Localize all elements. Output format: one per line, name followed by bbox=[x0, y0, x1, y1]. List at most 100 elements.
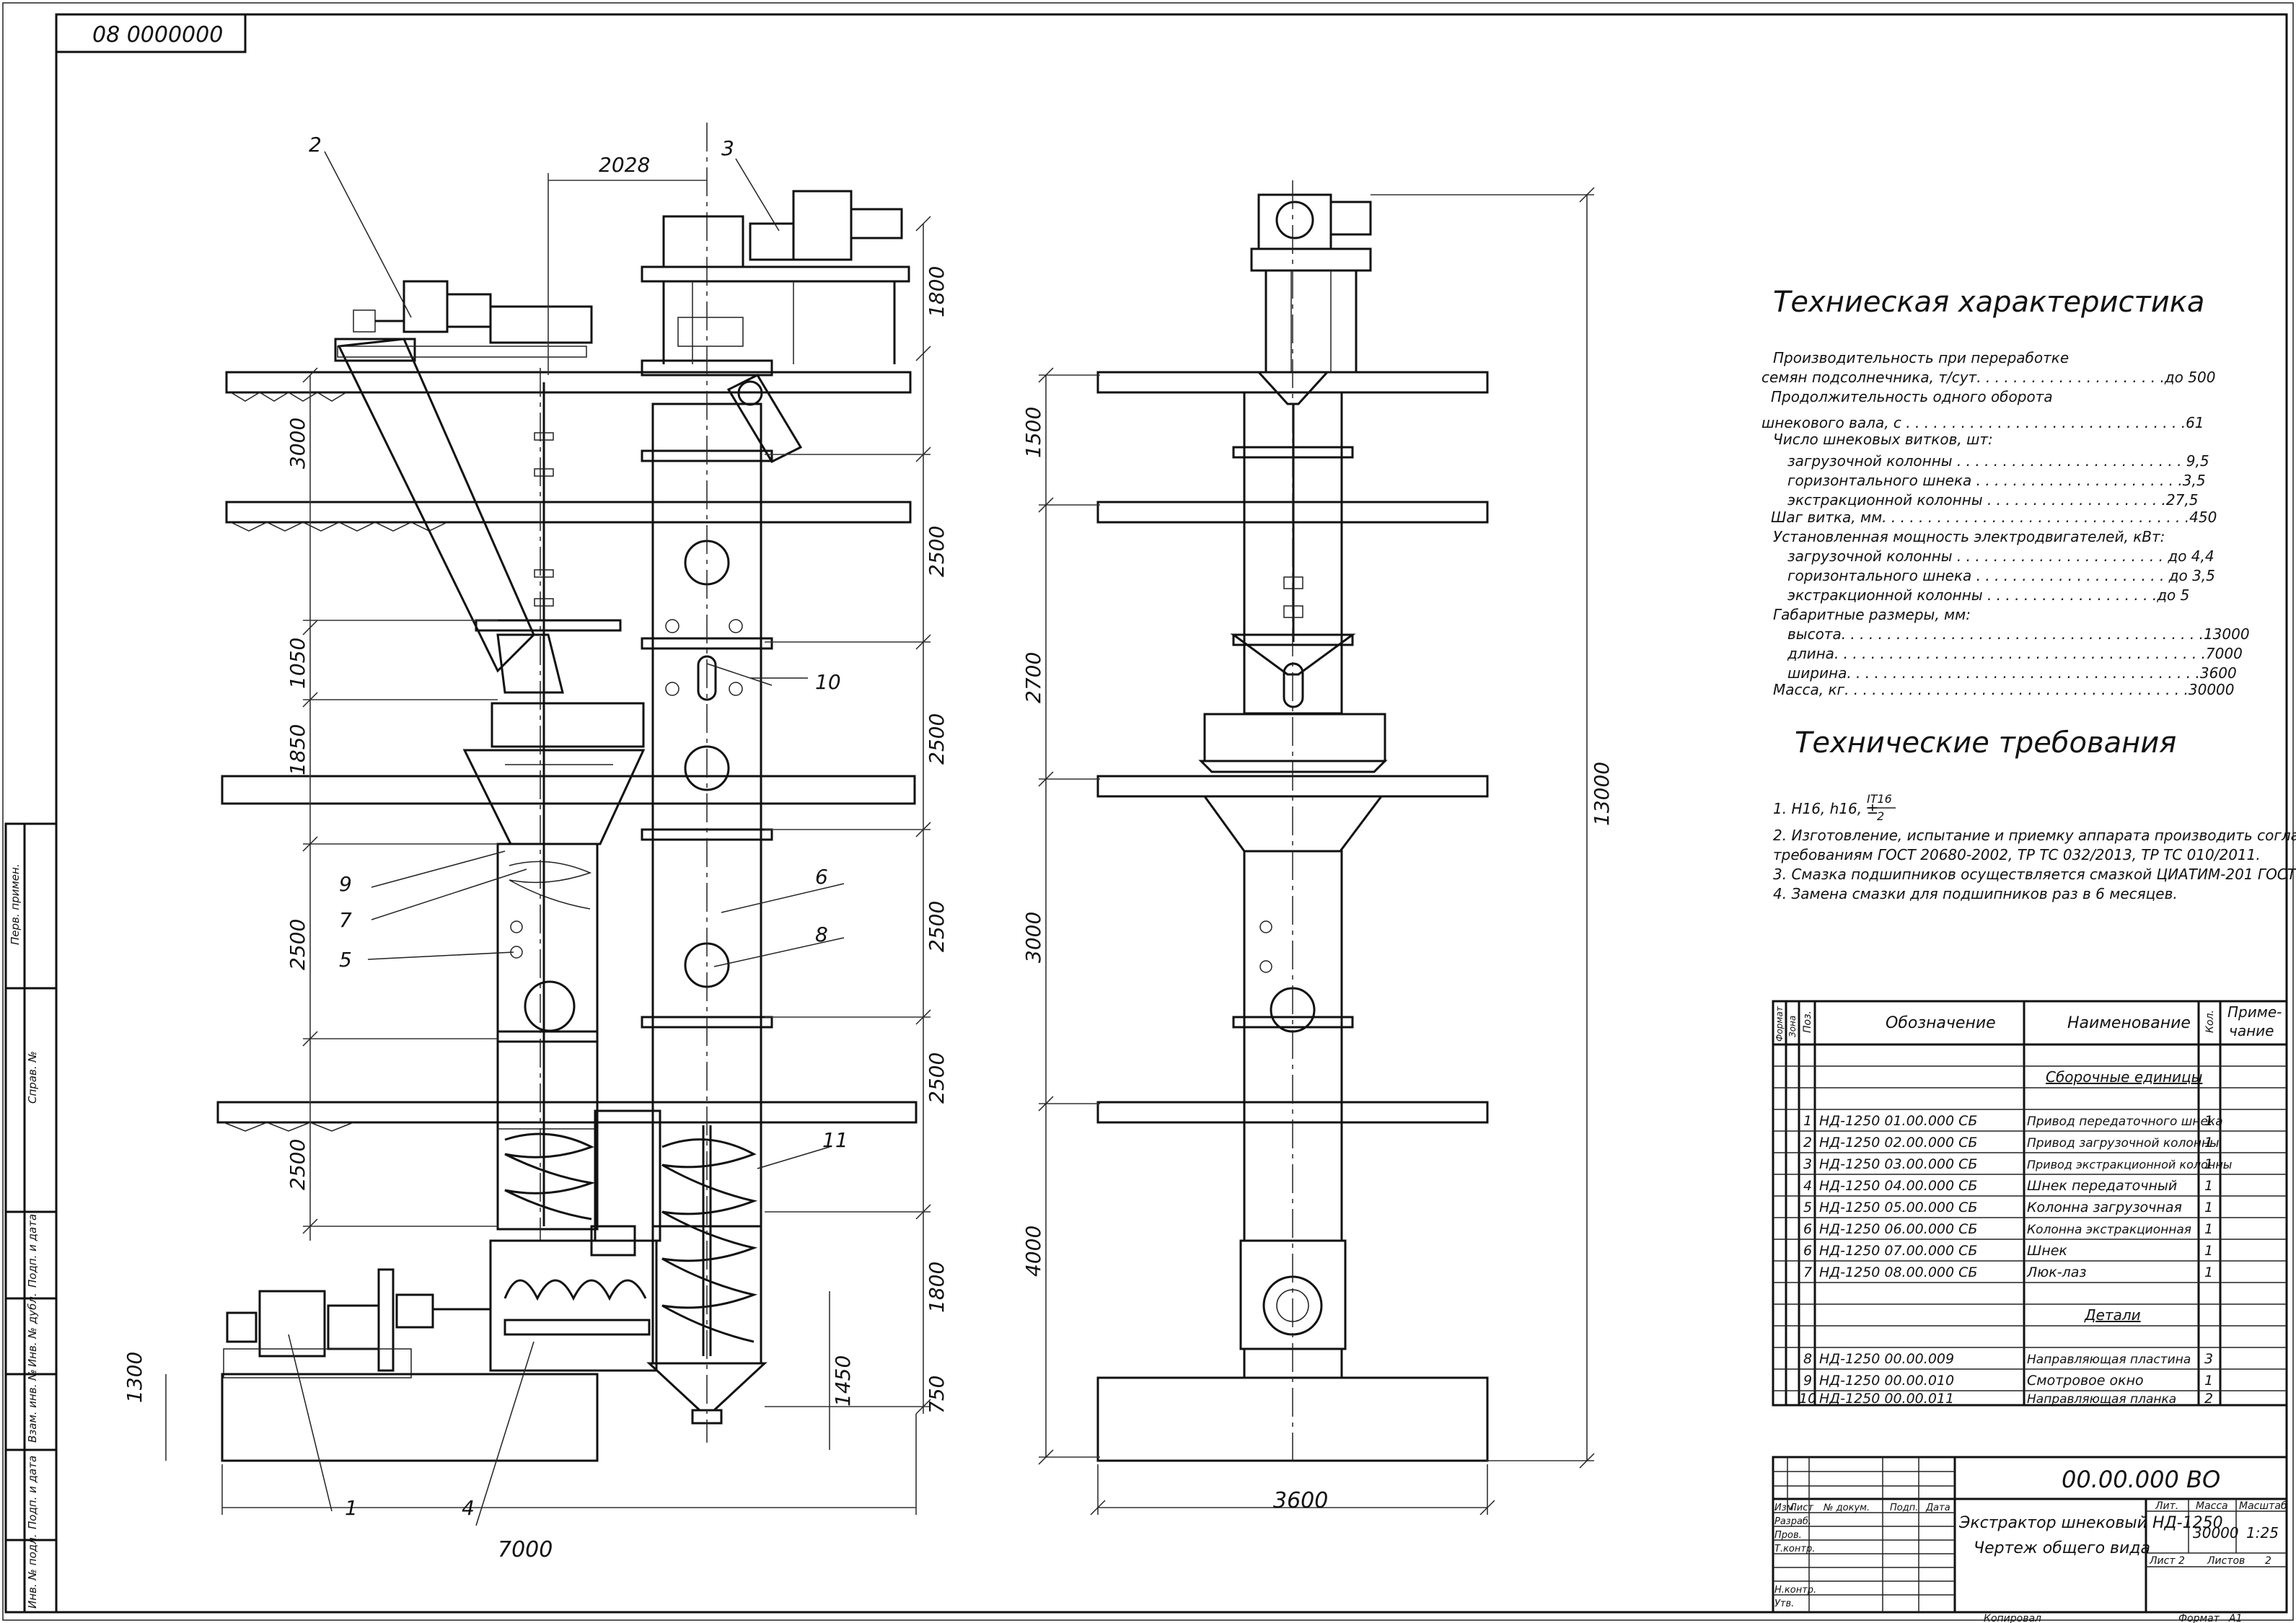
tech-req-line-2: требованиям ГОСТ 20680-2002, ТР ТС 032/2… bbox=[1773, 846, 2261, 863]
spec-row-designation: НД-1250 07.00.000 СБ bbox=[1819, 1243, 1977, 1259]
spec-row-pos: 7 bbox=[1803, 1264, 1812, 1280]
tb-col-list: Лист bbox=[1789, 1503, 1813, 1513]
spec-row-name: Люк-лаз bbox=[2026, 1264, 2087, 1280]
dim-bottom-width: 7000 bbox=[498, 1537, 553, 1562]
tech-requirements: Технические требования IT16 2 1. H16, h1… bbox=[1773, 726, 2296, 902]
spec-row-pos: 1 bbox=[1803, 1113, 1812, 1129]
spec-row-designation: НД-1250 03.00.000 СБ bbox=[1819, 1156, 1977, 1172]
tb-row-tkontr: Т.контр. bbox=[1774, 1544, 1815, 1554]
tb-col-doc: № докум. bbox=[1823, 1503, 1870, 1513]
dim-right-7: 750 bbox=[925, 1376, 949, 1414]
tech-char-line-13: Габаритные размеры, мм: bbox=[1773, 606, 1971, 623]
dim-right-1: 2500 bbox=[925, 526, 949, 577]
spec-row-designation: НД-1250 02.00.000 СБ bbox=[1819, 1135, 1977, 1151]
tech-req-line-3: 3. Смазка подшипников осуществляется сма… bbox=[1773, 866, 2296, 883]
callout-5: 5 bbox=[339, 948, 352, 972]
tech-char-line-16: ширина. . . . . . . . . . . . . . . . . … bbox=[1787, 664, 2237, 682]
transfer-screw bbox=[489, 1109, 661, 1372]
dim-top-width: 2028 bbox=[599, 153, 650, 177]
dim-left-5: 1300 bbox=[123, 1352, 146, 1403]
spec-row-qty: 2 bbox=[2204, 1391, 2213, 1407]
base-frame bbox=[221, 1373, 599, 1462]
tech-char-line-6: горизонтального шнека . . . . . . . . . … bbox=[1787, 472, 2206, 489]
tech-char-line-12: экстракционной колонны . . . . . . . . .… bbox=[1787, 586, 2189, 604]
spec-row-qty: 1 bbox=[2204, 1373, 2213, 1389]
dim-left-2: 1850 bbox=[286, 724, 309, 775]
spec-row-designation: НД-1250 00.00.009 bbox=[1819, 1351, 1954, 1367]
spec-row-name: Смотровое окно bbox=[2027, 1373, 2144, 1389]
stamp-label-5: Взам. инв. № bbox=[26, 1369, 39, 1443]
tb-mass-label: Масса bbox=[2196, 1500, 2228, 1512]
spec-row-qty: 1 bbox=[2204, 1221, 2213, 1237]
dim-right-0: 1800 bbox=[925, 266, 949, 317]
tech-char-line-2: Продолжительность одного оборота bbox=[1771, 388, 2053, 405]
tech-char-line-5: загрузочной колонны . . . . . . . . . . … bbox=[1787, 452, 2209, 470]
side-dim-1: 2700 bbox=[1021, 652, 1045, 703]
front-view: 2028 3000 1050 1850 2500 2500 1300 1800 … bbox=[123, 123, 949, 1562]
side-dim-0: 1500 bbox=[1021, 407, 1045, 458]
tb-format-label: Формат bbox=[2178, 1613, 2220, 1623]
tb-copied: Копировал bbox=[1984, 1613, 2041, 1623]
tb-scale-label: Масштаб bbox=[2239, 1500, 2287, 1512]
spec-table: Формат Зона Поз. Обозначение Наименовани… bbox=[1772, 1000, 2288, 1407]
tb-sheets-label: Листов bbox=[2207, 1555, 2245, 1567]
tb-sheets-num: 2 bbox=[2265, 1555, 2271, 1567]
spec-header-note-2: чание bbox=[2229, 1022, 2274, 1039]
tb-col-sign: Подп. bbox=[1890, 1503, 1918, 1513]
spec-row-name: Колонна загрузочная bbox=[2027, 1200, 2182, 1215]
tb-sheet-num: 2 bbox=[2178, 1555, 2185, 1567]
tech-char-line-15: длина. . . . . . . . . . . . . . . . . .… bbox=[1787, 645, 2243, 662]
spec-section-parts: Детали bbox=[2084, 1306, 2141, 1324]
tech-char-line-17: Масса, кг. . . . . . . . . . . . . . . .… bbox=[1773, 681, 2235, 698]
tb-name-line2: Чертеж общего вида bbox=[1974, 1539, 2150, 1557]
spec-row-designation: НД-1250 06.00.000 СБ bbox=[1819, 1221, 1977, 1237]
tb-row-prov: Пров. bbox=[1774, 1530, 1802, 1541]
tb-doc-number: 00.00.000 ВО bbox=[2062, 1466, 2220, 1493]
spec-row-pos: 3 bbox=[1803, 1156, 1812, 1172]
loading-column bbox=[462, 368, 646, 1241]
callout-3: 3 bbox=[721, 136, 734, 160]
dim-right-6: 1450 bbox=[831, 1355, 855, 1407]
stamp-label-6: Подп. и дата bbox=[26, 1456, 39, 1529]
spec-row-designation: НД-1250 05.00.000 СБ bbox=[1819, 1200, 1977, 1215]
tech-char-line-8: Шаг витка, мм. . . . . . . . . . . . . .… bbox=[1771, 509, 2217, 526]
dim-left-1: 1050 bbox=[286, 638, 309, 689]
spec-row-designation: НД-1250 04.00.000 СБ bbox=[1819, 1178, 1977, 1194]
spec-header-note: Приме- bbox=[2227, 1003, 2282, 1021]
spec-header-qty: Кол. bbox=[2204, 1010, 2216, 1033]
stamp-label-1: Перв. примен. bbox=[9, 863, 22, 945]
spec-row-qty: 1 bbox=[2204, 1135, 2213, 1151]
spec-row-designation: НД-1250 08.00.000 СБ bbox=[1819, 1264, 1977, 1280]
spec-row-qty: 1 bbox=[2204, 1178, 2213, 1194]
spec-part-rows: 8 НД-1250 00.00.009 Направляющая пластин… bbox=[1799, 1351, 2213, 1407]
tb-lit-label: Лит. bbox=[2155, 1500, 2178, 1512]
callout-8: 8 bbox=[815, 923, 828, 946]
dim-left-4: 2500 bbox=[286, 1139, 309, 1190]
side-dim-total: 13000 bbox=[1590, 762, 1614, 826]
callout-2: 2 bbox=[309, 133, 322, 157]
tb-sheet-label: Лист bbox=[2149, 1555, 2176, 1567]
spec-row-name: Привод загрузочной колонны bbox=[2027, 1136, 2219, 1151]
callout-7: 7 bbox=[339, 908, 352, 932]
tech-req-fraction-num: IT16 bbox=[1867, 792, 1892, 806]
spec-row-pos: 2 bbox=[1803, 1135, 1812, 1151]
dim-right-3: 2500 bbox=[925, 901, 949, 952]
spec-row-qty: 1 bbox=[2204, 1243, 2213, 1259]
tb-col-date: Дата bbox=[1925, 1503, 1950, 1513]
spec-row-pos: 8 bbox=[1803, 1351, 1812, 1367]
tech-char-line-4: Число шнековых витков, шт: bbox=[1773, 431, 1993, 448]
title-block: Изм. Лист № докум. Подп. Дата Разраб. Пр… bbox=[1772, 1456, 2288, 1623]
stamp-label-3: Подп. и дата bbox=[26, 1214, 39, 1288]
tb-row-razrab: Разраб. bbox=[1774, 1516, 1811, 1527]
spec-row-qty: 1 bbox=[2204, 1113, 2213, 1129]
tech-char-line-0: Производительность при переработке bbox=[1773, 349, 2069, 366]
corner-code: 08 0000000 bbox=[92, 22, 223, 48]
tech-char-line-11: горизонтального шнека . . . . . . . . . … bbox=[1787, 567, 2215, 584]
stamp-label-4: Инв. № дубл. bbox=[26, 1293, 39, 1367]
spec-row-pos: 9 bbox=[1803, 1373, 1812, 1389]
spec-row-name: Привод передаточного шнека bbox=[2027, 1114, 2223, 1129]
spec-header-name: Наименование bbox=[2067, 1014, 2191, 1032]
side-dim-width: 3600 bbox=[1273, 1488, 1328, 1513]
tech-characteristics: Техниеская характеристика Производительн… bbox=[1761, 286, 2250, 698]
